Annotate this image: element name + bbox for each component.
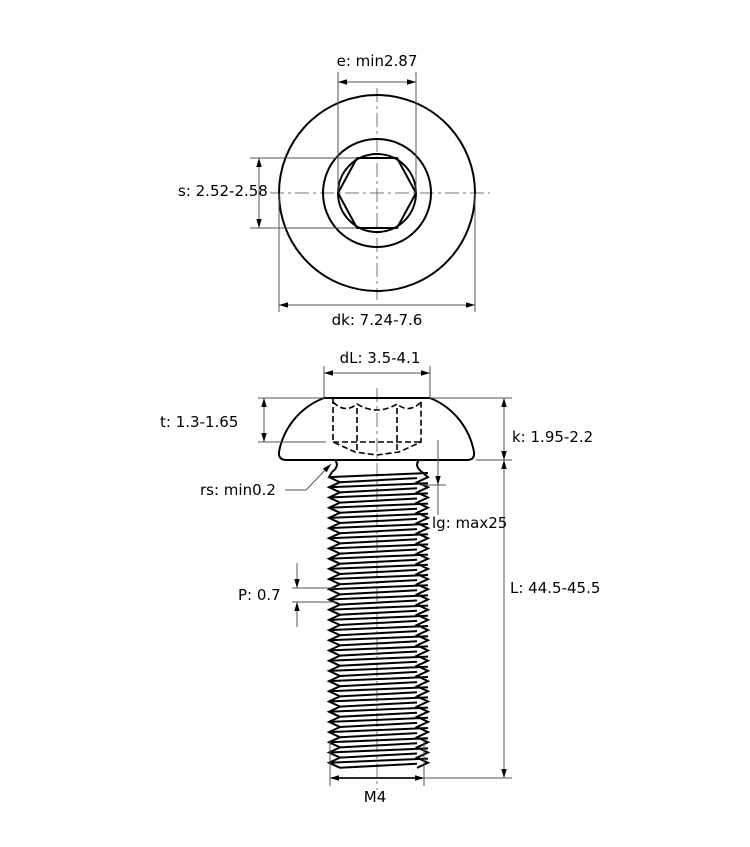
- dim-k: k: 1.95-2.2: [512, 428, 593, 446]
- dim-dk: dk: 7.24-7.6: [332, 311, 423, 329]
- dim-t: t: 1.3-1.65: [160, 413, 238, 431]
- dim-P: P: 0.7: [238, 586, 281, 604]
- dim-e: e: min2.87: [337, 52, 418, 70]
- side-view: [258, 366, 512, 790]
- screw-head: [277, 397, 476, 461]
- dim-lg: lg: max25: [432, 514, 507, 532]
- dim-rs: rs: min0.2: [200, 481, 276, 499]
- dim-d: M4: [364, 788, 387, 806]
- dim-s: s: 2.52-2.58: [178, 182, 268, 200]
- dim-dL: dL: 3.5-4.1: [340, 349, 421, 367]
- thread-crests: [328, 472, 429, 769]
- thread-right-edge: [414, 471, 431, 769]
- top-view: [250, 72, 490, 312]
- thread: [326, 471, 431, 769]
- dim-L: L: 44.5-45.5: [510, 579, 600, 597]
